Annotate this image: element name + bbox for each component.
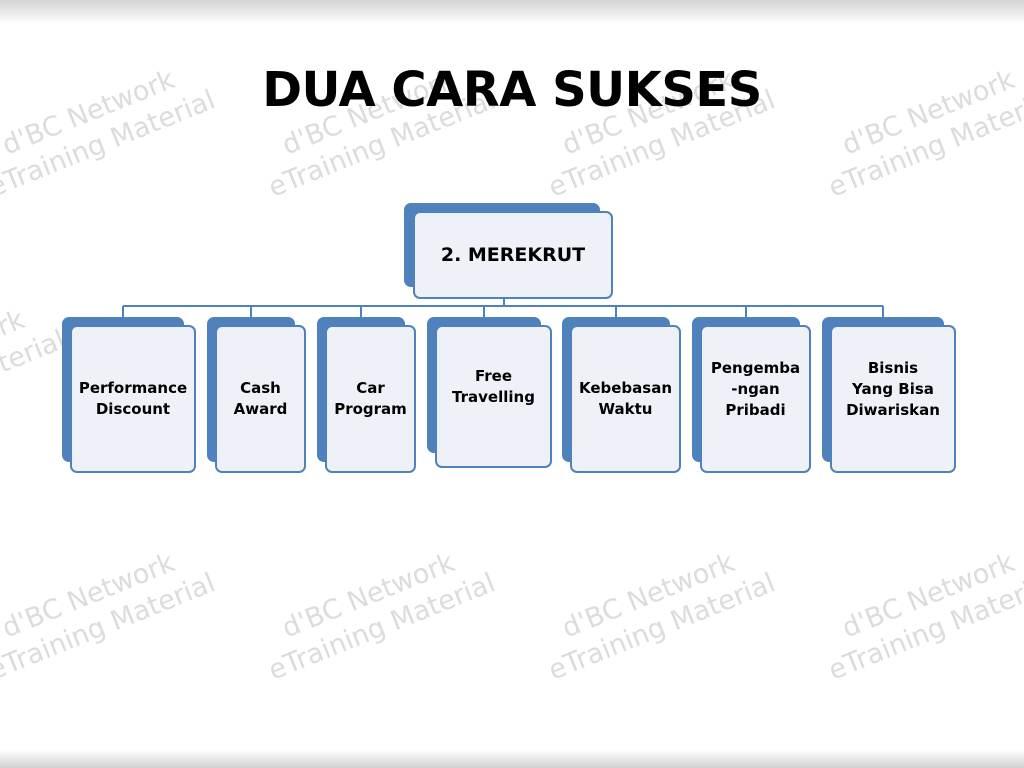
child-node-2: Cash Award <box>215 325 306 473</box>
child-node-2-label: Cash Award <box>233 379 288 418</box>
child-node-5: Kebebasan Waktu <box>570 325 681 473</box>
child-node-7: Bisnis Yang Bisa Diwariskan <box>830 325 956 473</box>
child-node-5-label: Kebebasan Waktu <box>578 379 673 418</box>
root-node: 2. MEREKRUT <box>413 211 613 299</box>
child-node-3-label: Car Program <box>334 379 407 418</box>
child-node-4: Free Travelling <box>435 325 552 468</box>
child-node-7-label: Bisnis Yang Bisa Diwariskan <box>846 358 940 419</box>
child-node-1: Performance Discount <box>70 325 196 473</box>
child-node-1-label: Performance Discount <box>78 379 188 418</box>
page-title: DUA CARA SUKSES <box>262 62 762 118</box>
child-node-3: Car Program <box>325 325 416 473</box>
slide-top-shade <box>0 0 1024 24</box>
child-node-4-label: Free Travelling <box>452 366 535 406</box>
child-node-6: Pengemba -ngan Pribadi <box>700 325 811 473</box>
root-node-label: 2. MEREKRUT <box>440 243 586 266</box>
slide-bottom-shade <box>0 750 1024 768</box>
child-node-6-label: Pengemba -ngan Pribadi <box>710 358 801 419</box>
